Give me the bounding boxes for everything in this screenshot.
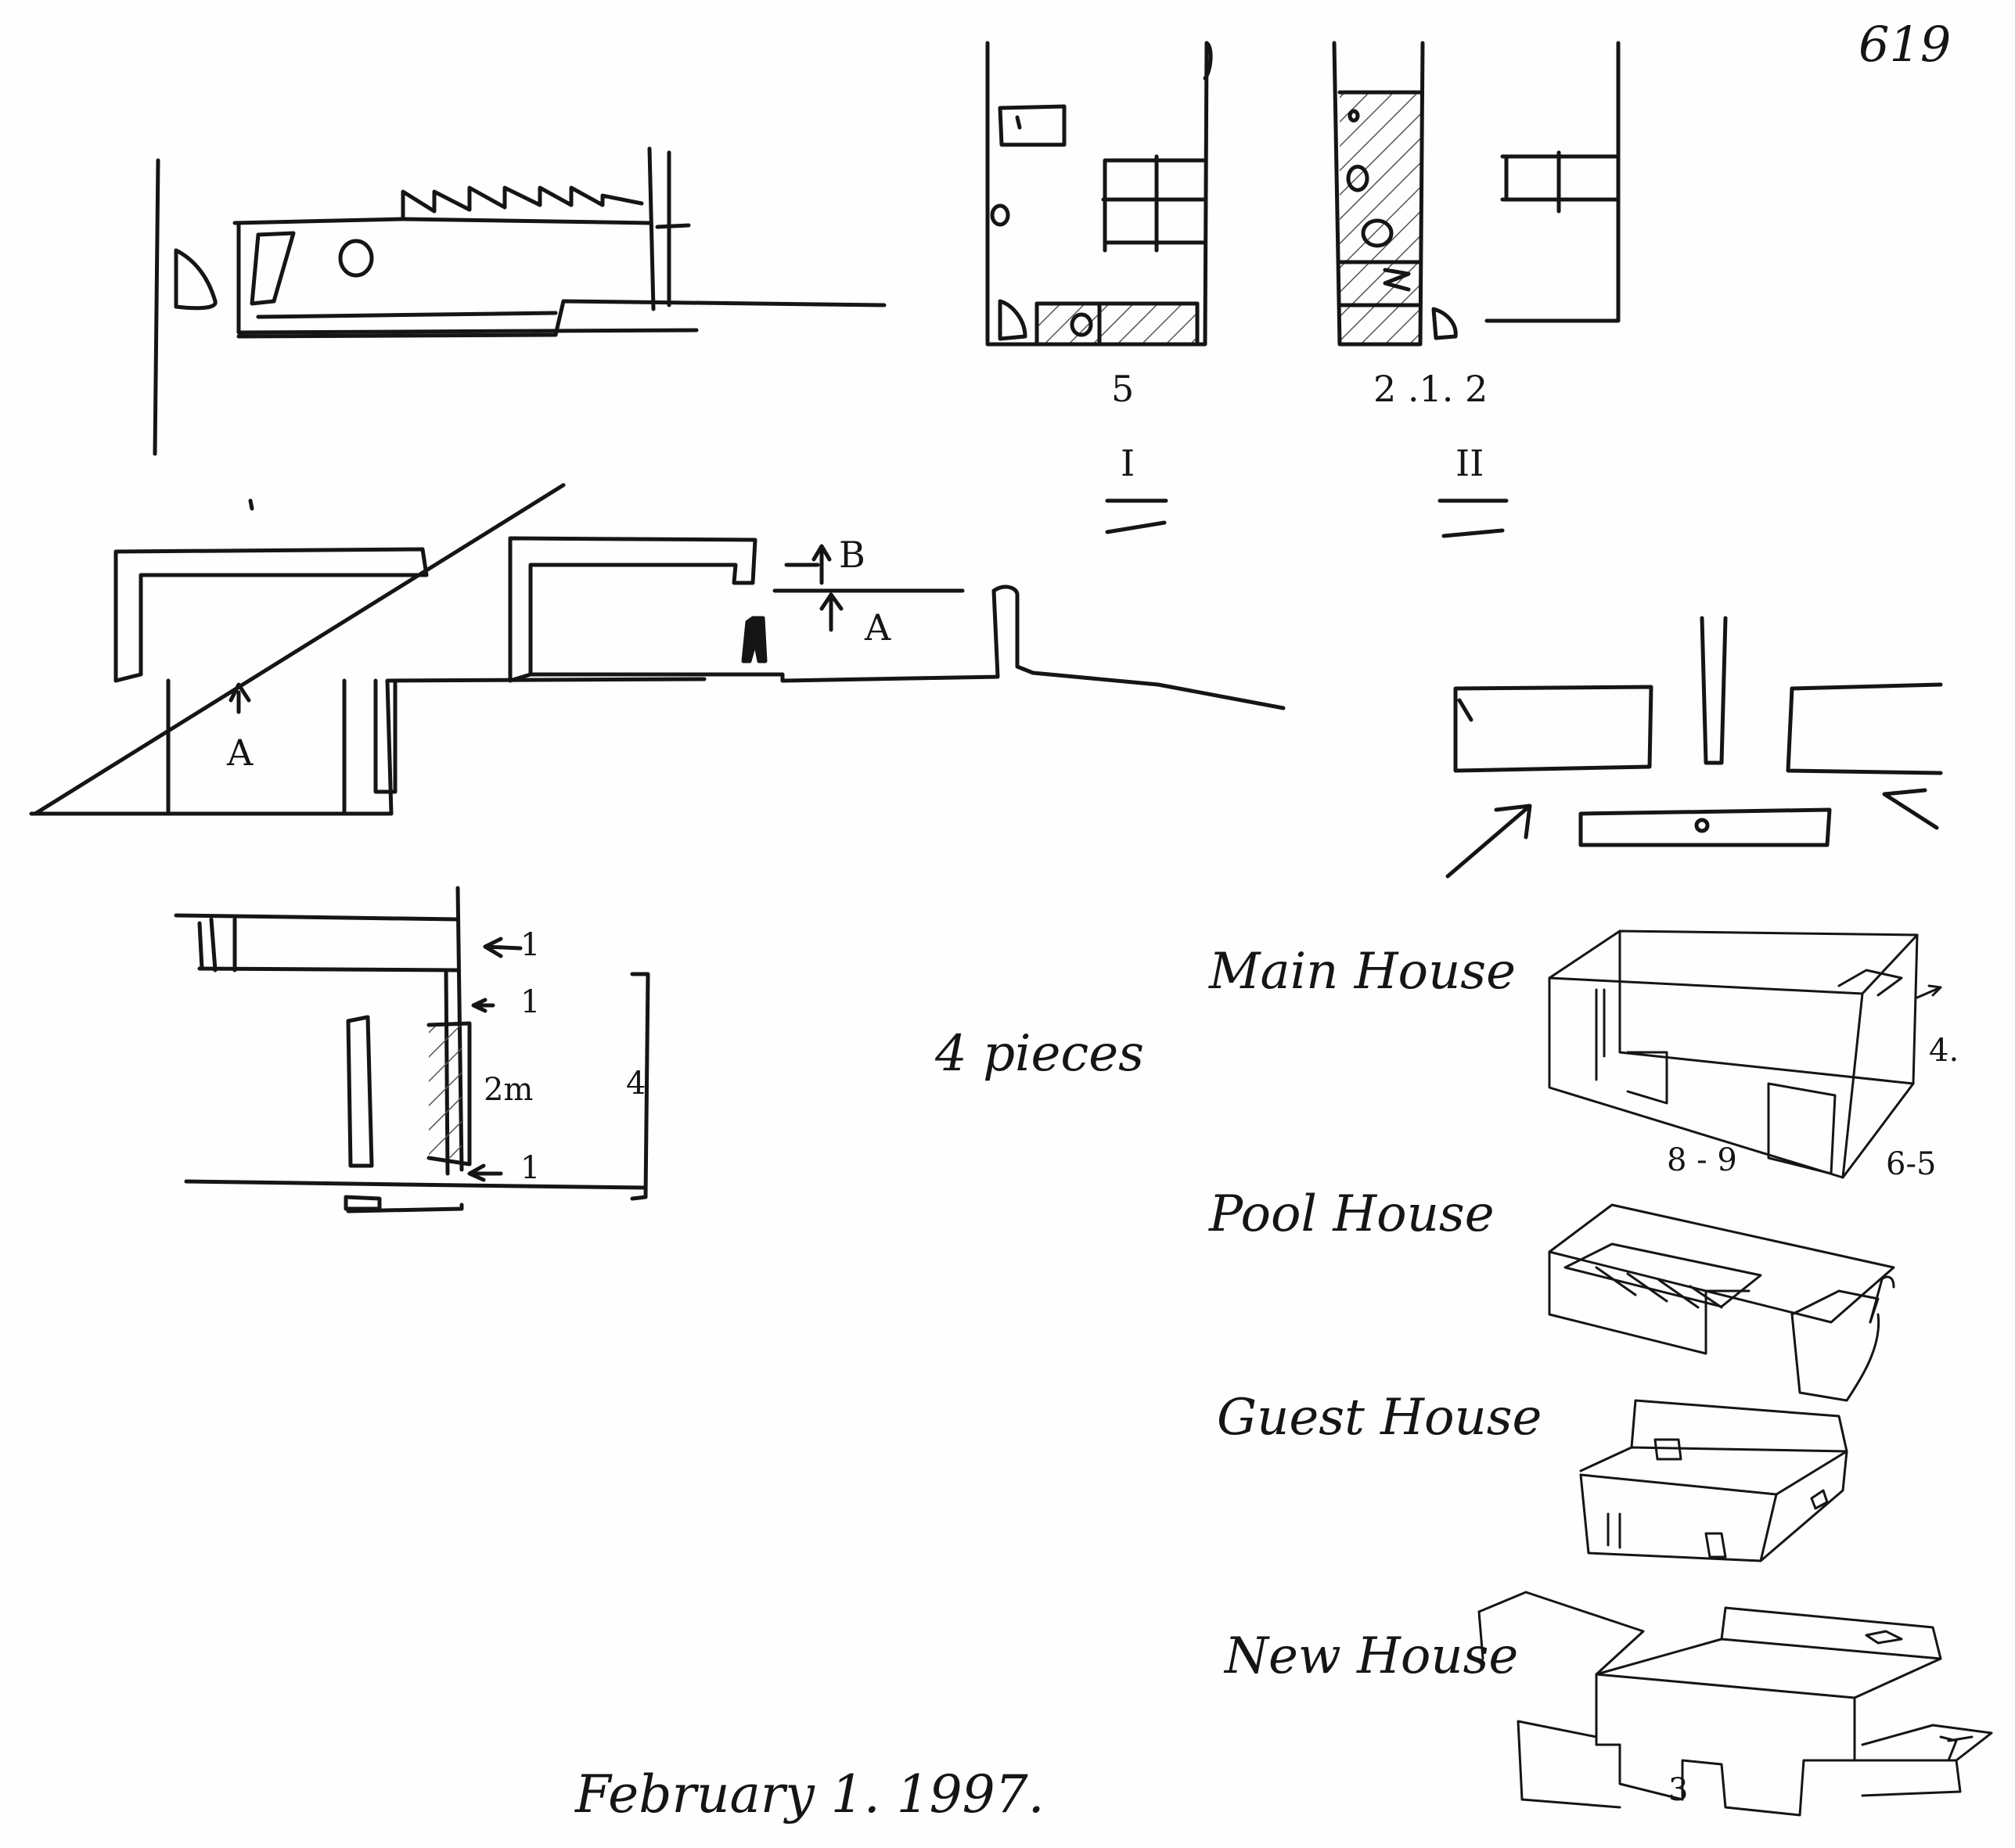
pool-house-label: Pool House xyxy=(1209,1185,1495,1243)
plan-label-underlines xyxy=(1105,498,1509,538)
new-house-note: 3 xyxy=(1668,1772,1689,1808)
plan-ii-numeral: II xyxy=(1455,442,1484,484)
main-house-isometric xyxy=(1548,929,1942,1179)
main-house-note-dim-1: 8 - 9 xyxy=(1667,1142,1737,1178)
plan-i-count: 5 xyxy=(1111,368,1135,410)
pool-house-isometric xyxy=(1548,1203,1895,1402)
main-house-note-dim-2: 6-5 xyxy=(1886,1146,1937,1182)
plan-i-numeral: I xyxy=(1121,442,1135,484)
dimension-label-3: 2m xyxy=(484,1072,534,1108)
dimension-label-4: 1 xyxy=(520,1150,541,1186)
section-label-b: B xyxy=(839,534,865,576)
main-house-note-height: 4. xyxy=(1929,1033,1959,1069)
section-label-a-lower: A xyxy=(227,732,254,774)
dimension-sketch xyxy=(174,886,650,1213)
dimension-label-1: 1 xyxy=(520,927,541,963)
guest-house-isometric xyxy=(1579,1399,1848,1562)
new-house-label: New House xyxy=(1225,1627,1519,1685)
section-sketch xyxy=(29,483,1286,816)
main-house-label: Main House xyxy=(1209,943,1516,1001)
plan-ii-sketch xyxy=(1332,41,1621,347)
plan-ii-count: 2 .1. 2 xyxy=(1373,368,1488,410)
elevation-sawtooth-sketch xyxy=(153,146,887,456)
page-number: 619 xyxy=(1858,16,1952,73)
dimension-total: 4 xyxy=(626,1066,646,1102)
guest-house-label: Guest House xyxy=(1217,1389,1542,1447)
pieces-note: 4 pieces xyxy=(935,1025,1144,1083)
dimension-label-2: 1 xyxy=(520,984,541,1020)
section-label-a-upper: A xyxy=(865,606,891,649)
site-plan-arrows-sketch xyxy=(1445,616,1943,879)
new-house-isometric xyxy=(1477,1591,1993,1817)
plan-i-sketch xyxy=(985,41,1213,347)
sketch-date: February 1. 1997. xyxy=(575,1764,1045,1825)
